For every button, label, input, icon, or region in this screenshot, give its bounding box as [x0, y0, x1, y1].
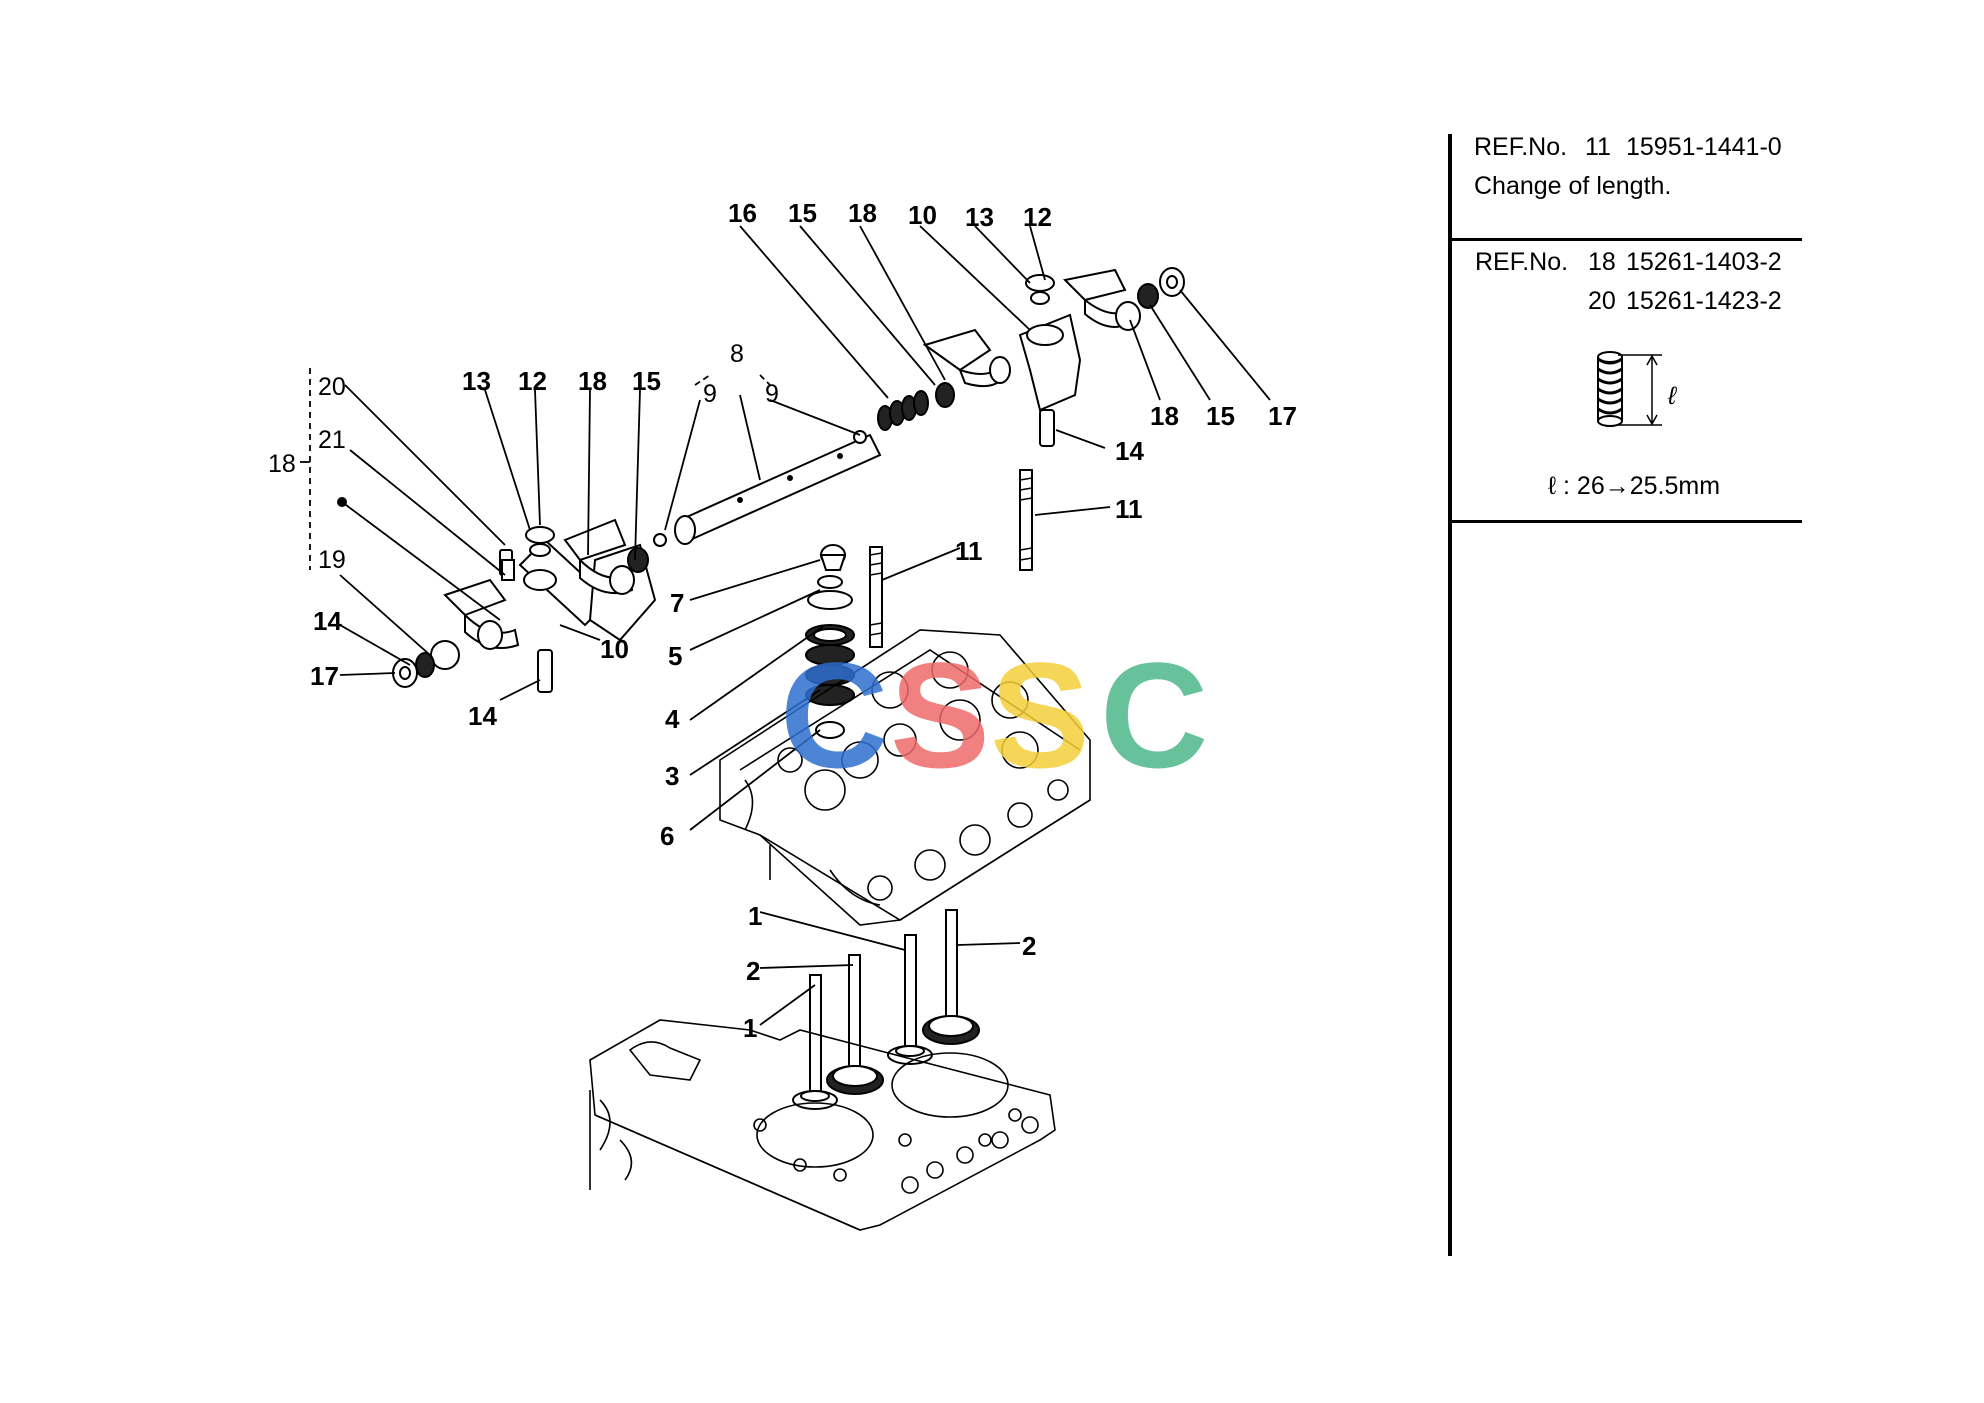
panel-divider	[1448, 134, 1452, 1256]
watermark-letter: S	[990, 631, 1091, 799]
cylinder-block	[589, 1019, 1056, 1231]
length-symbol: ℓ	[1668, 382, 1677, 410]
valves	[792, 909, 980, 1110]
callout-labels: 16 15 18 10 13 12 18 15 17 14 11 8 9 9 1…	[268, 198, 1297, 1043]
part-number: 15951-1441-0	[1626, 133, 1782, 161]
callout-17: 17	[310, 661, 339, 691]
panel-separator	[1452, 520, 1802, 523]
callout-11: 11	[1115, 494, 1143, 524]
ref-number: 11	[1585, 133, 1611, 161]
callout-9: 9	[703, 380, 717, 408]
callout-18: 18	[578, 366, 607, 396]
length-change: ℓ : 26→25.5mm	[1548, 472, 1721, 500]
callout-1: 1	[743, 1013, 757, 1043]
callout-18: 18	[848, 198, 877, 228]
callout-20: 20	[318, 373, 346, 401]
ref-label: REF.No.	[1475, 248, 1569, 276]
watermark: C S S C	[780, 640, 1220, 800]
callout-10: 10	[908, 200, 937, 230]
callout-11: 11	[955, 536, 983, 566]
callout-12: 12	[1023, 202, 1052, 232]
callout-17: 17	[1268, 401, 1297, 431]
callout-14: 14	[1115, 436, 1144, 466]
cylinder-head	[719, 629, 1091, 926]
part-number: 15261-1403-2	[1626, 248, 1782, 276]
spring-coils	[877, 390, 929, 431]
callout-2: 2	[746, 956, 760, 986]
callout-18: 18	[268, 450, 296, 478]
callout-9: 9	[765, 380, 779, 408]
callout-6: 6	[660, 821, 674, 851]
part-number: 15261-1423-2	[1626, 287, 1782, 315]
callout-8: 8	[730, 340, 744, 368]
callout-13: 13	[462, 366, 491, 396]
leader-lines	[300, 225, 1271, 1026]
callout-19: 19	[318, 546, 346, 574]
callout-2: 2	[1022, 931, 1036, 961]
callout-5: 5	[668, 641, 682, 671]
callout-4: 4	[665, 704, 680, 734]
spring-length-sketch	[1597, 351, 1662, 427]
callout-7: 7	[670, 588, 684, 618]
valve-spring-assembly	[805, 544, 883, 739]
ref-number: 20	[1588, 287, 1616, 315]
callout-21: 21	[318, 426, 346, 454]
panel-separator	[1452, 238, 1802, 241]
rocker-shaft-assembly	[337, 267, 1185, 693]
callout-13: 13	[965, 202, 994, 232]
watermark-letter: C	[1100, 631, 1209, 799]
callout-10: 10	[600, 634, 629, 664]
callout-15: 15	[632, 366, 661, 396]
callout-18: 18	[1150, 401, 1179, 431]
ref-label: REF.No.	[1474, 133, 1568, 161]
callout-14: 14	[468, 701, 497, 731]
callout-1: 1	[748, 901, 762, 931]
callout-15: 14	[313, 606, 342, 636]
ref-number: 18	[1588, 248, 1616, 276]
callout-15: 15	[1206, 401, 1235, 431]
callout-3: 3	[665, 761, 679, 791]
watermark-letter: S	[890, 631, 991, 799]
callout-12: 12	[518, 366, 547, 396]
note-description: Change of length.	[1474, 172, 1672, 200]
watermark-letter: C	[780, 631, 889, 799]
callout-16: 16	[728, 198, 757, 228]
callout-15: 15	[788, 198, 817, 228]
